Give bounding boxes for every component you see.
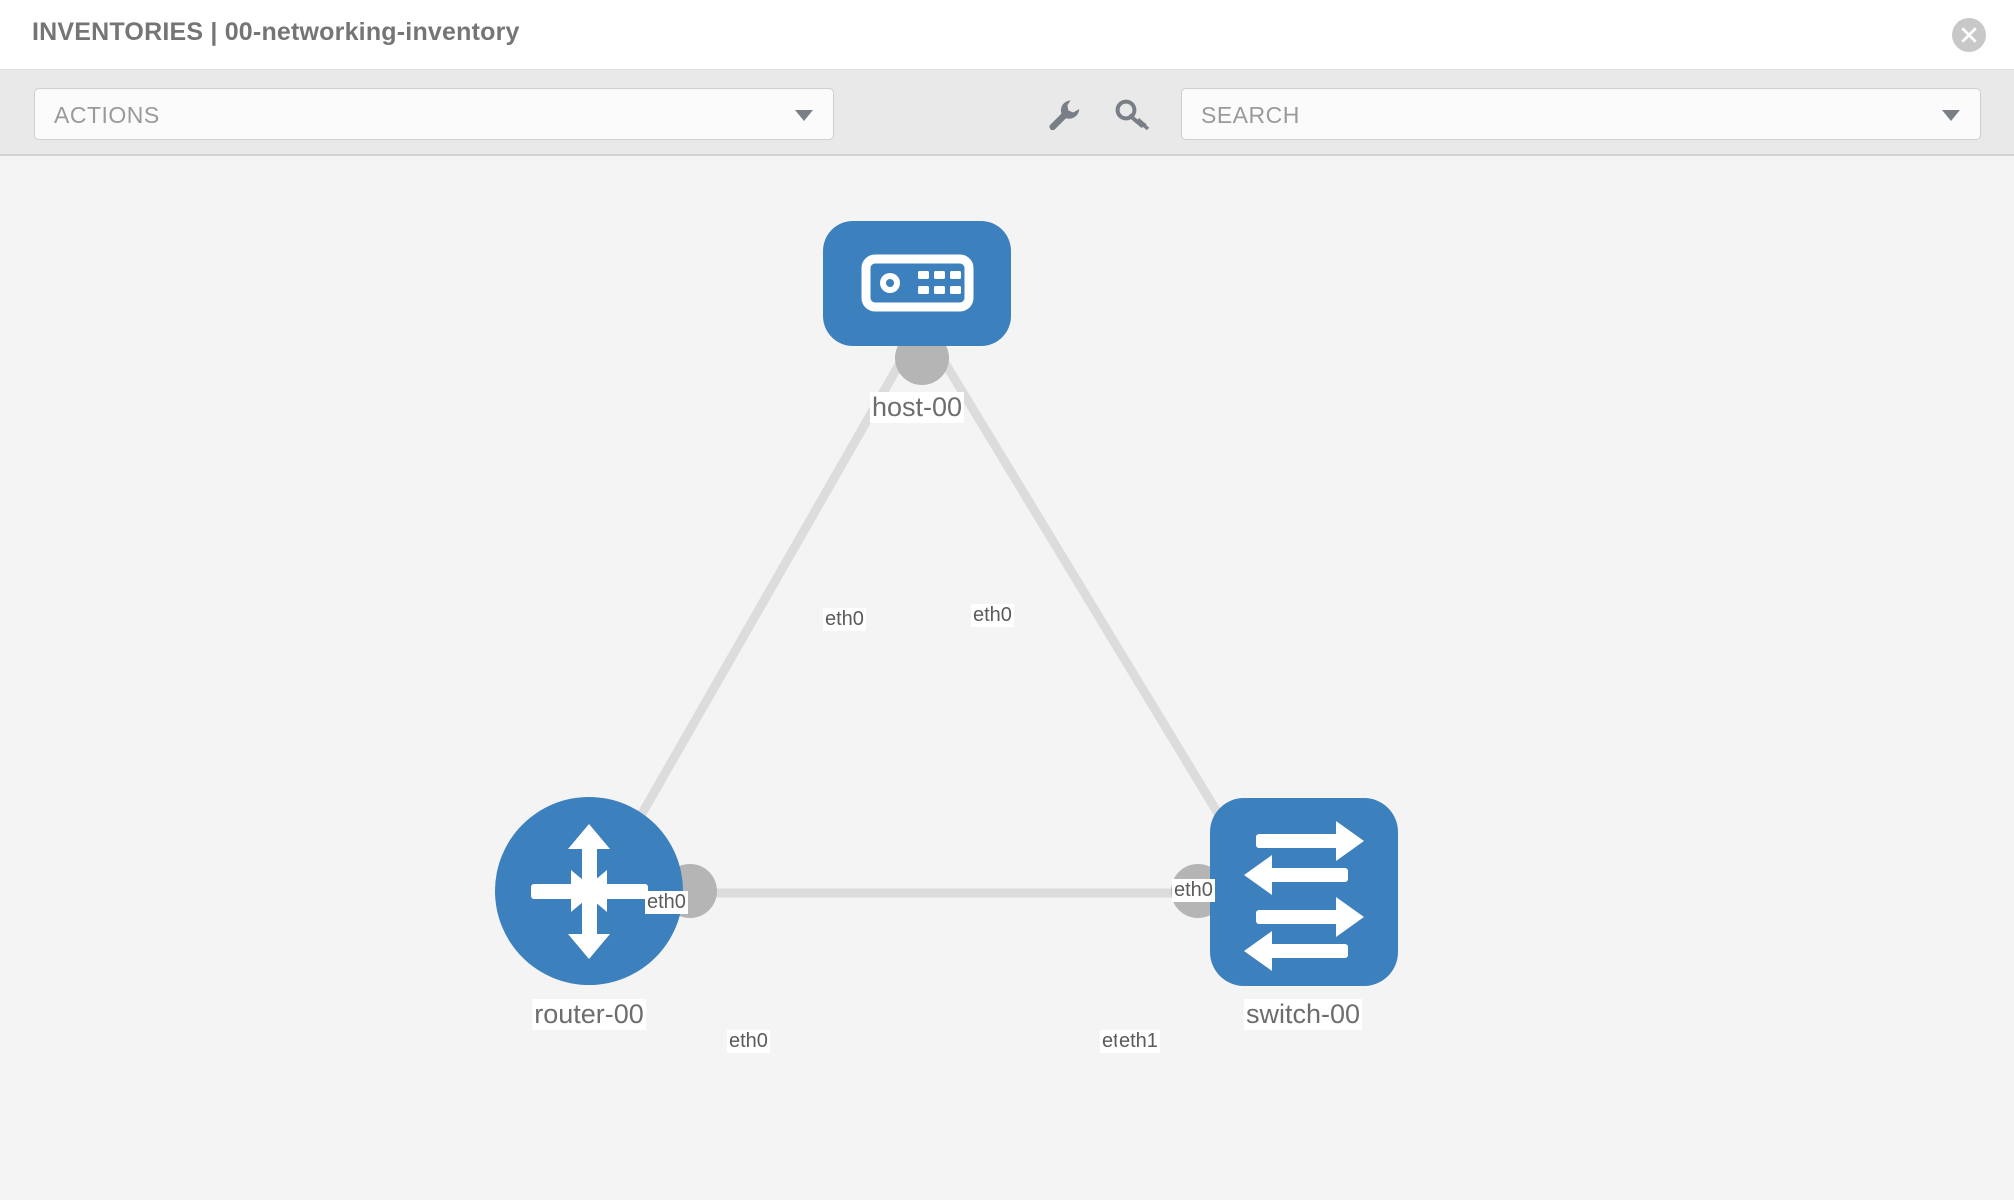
toolbar: ACTIONS SEARCH: [0, 70, 2014, 156]
edge-label-switch00-router00-eth1: eth1: [1117, 1030, 1160, 1053]
page-header: INVENTORIES | 00-networking-inventory: [0, 0, 2014, 70]
search-input[interactable]: SEARCH: [1181, 88, 1981, 140]
key-icon[interactable]: [1113, 96, 1151, 134]
chevron-down-icon: [795, 110, 813, 121]
page-title: INVENTORIES | 00-networking-inventory: [32, 18, 520, 46]
edge-label-switch00-host00: eth0: [1172, 879, 1215, 902]
edge-label-host00-router00: eth0: [823, 608, 866, 631]
link-host00-router00: [604, 360, 904, 876]
topology-graph: [495, 221, 1398, 986]
topology-links: [604, 360, 1255, 898]
close-icon[interactable]: [1952, 18, 1986, 52]
node-switch-00: [1210, 798, 1398, 986]
node-label-router-00: router-00: [532, 999, 646, 1030]
node-host-00: [823, 221, 1011, 346]
edge-label-router00-host00: eth0: [645, 891, 688, 914]
node-router-00: [495, 797, 683, 985]
search-placeholder: SEARCH: [1201, 102, 1300, 128]
actions-dropdown-label: ACTIONS: [54, 102, 160, 128]
actions-dropdown[interactable]: ACTIONS: [34, 88, 834, 140]
wrench-icon[interactable]: [1045, 96, 1083, 134]
chevron-down-icon[interactable]: [1942, 110, 1960, 121]
node-label-switch-00: switch-00: [1243, 999, 1363, 1030]
node-label-host-00: host-00: [869, 392, 965, 423]
link-host00-switch00: [941, 360, 1249, 861]
topology-canvas[interactable]: host-00 router-00 switch-00 eth0 eth0 et…: [0, 158, 2014, 1200]
edge-label-router00-switch00: eth0: [727, 1030, 770, 1053]
edge-label-host00-switch00: eth0: [971, 604, 1014, 627]
